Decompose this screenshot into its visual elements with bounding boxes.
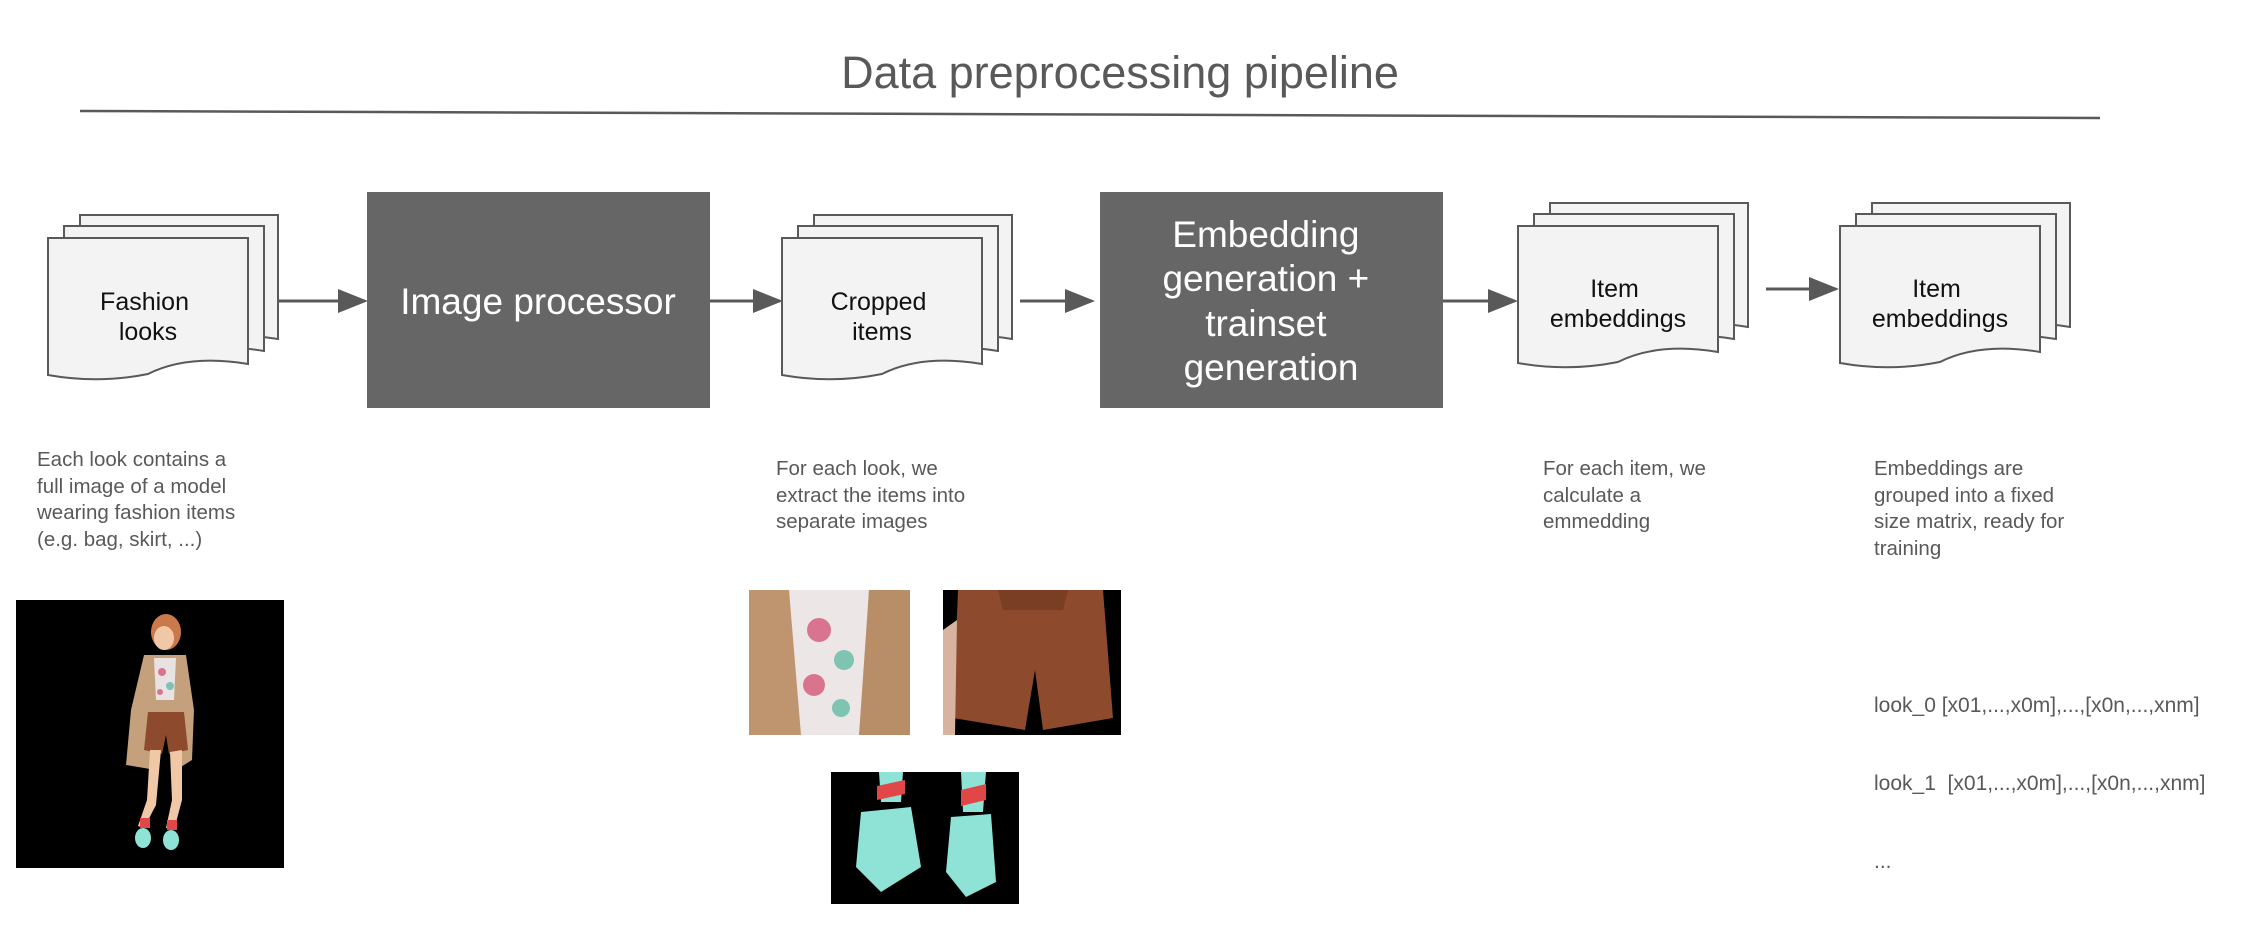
cropped-shoes-image (831, 772, 1019, 904)
cropped-shorts-image (943, 590, 1121, 735)
svg-text:Fashion looks: Fashion looks (100, 288, 196, 346)
description-item-embeddings-2: Embeddings are grouped into a fixed size… (1874, 457, 2065, 560)
svg-text:Item embeddings: Item embeddings (1550, 275, 1686, 333)
svg-text:Item embeddings: Item embeddings (1872, 275, 2008, 333)
node-embedding-line-3: trainset (1205, 303, 1327, 344)
node-item-embeddings-2: Item embeddings (1839, 202, 2071, 369)
description-item-embeddings-1: For each item, we calculate a emmedding (1543, 457, 1706, 533)
matrix-row-ellipsis: ... (1874, 850, 1892, 873)
node-cropped-items: Cropped items (781, 214, 1013, 381)
svg-text:Cropped items: Cropped items (831, 288, 934, 346)
node-fashion-looks: Fashion looks (47, 214, 279, 381)
model-figure-image (126, 614, 194, 850)
fashion-look-photo (16, 600, 284, 868)
node-item-embeddings-1: Item embeddings (1517, 202, 1749, 369)
svg-text:Embedding generation +: Embedding generation + trainset generati… (1162, 214, 1379, 388)
matrix-row-look-0: look_0 [x01,...,x0m],...,[x0n,...,xnm] (1874, 694, 2200, 717)
node-item-embeddings-2-line-2: embeddings (1872, 305, 2008, 333)
node-fashion-looks-line-2: looks (119, 318, 177, 346)
node-item-embeddings-1-line-1: Item (1590, 275, 1639, 303)
node-cropped-items-line-1: Cropped (831, 288, 927, 316)
node-embedding-line-1: Embedding (1172, 214, 1359, 255)
node-cropped-items-line-2: items (852, 318, 912, 346)
node-embedding-line-4: generation (1184, 347, 1359, 388)
diagram-title: Data preprocessing pipeline (841, 47, 1399, 98)
embedding-matrix: look_0 [x01,...,x0m],...,[x0n,...,xnm] l… (1874, 641, 2205, 901)
cropped-top-image (749, 590, 910, 735)
cropped-item-shoes-photo (831, 772, 1019, 904)
title-underline (79, 109, 2101, 120)
cropped-item-top-photo (749, 590, 910, 735)
node-image-processor-label: Image processor (400, 281, 676, 322)
node-item-embeddings-2-line-1: Item (1912, 275, 1961, 303)
node-image-processor: Image processor (367, 192, 710, 408)
node-embedding-line-2: generation + (1162, 258, 1369, 299)
description-fashion-looks: Each look contains a full image of a mod… (37, 448, 236, 551)
cropped-item-shorts-photo (943, 590, 1121, 735)
node-embedding-generation: Embedding generation + trainset generati… (1100, 192, 1443, 408)
node-item-embeddings-1-line-2: embeddings (1550, 305, 1686, 333)
matrix-row-look-1: look_1 [x01,...,x0m],...,[x0n,...,xnm] (1874, 772, 2206, 795)
node-fashion-looks-line-1: Fashion (100, 288, 189, 316)
description-cropped-items: For each look, we extract the items into… (776, 457, 966, 533)
